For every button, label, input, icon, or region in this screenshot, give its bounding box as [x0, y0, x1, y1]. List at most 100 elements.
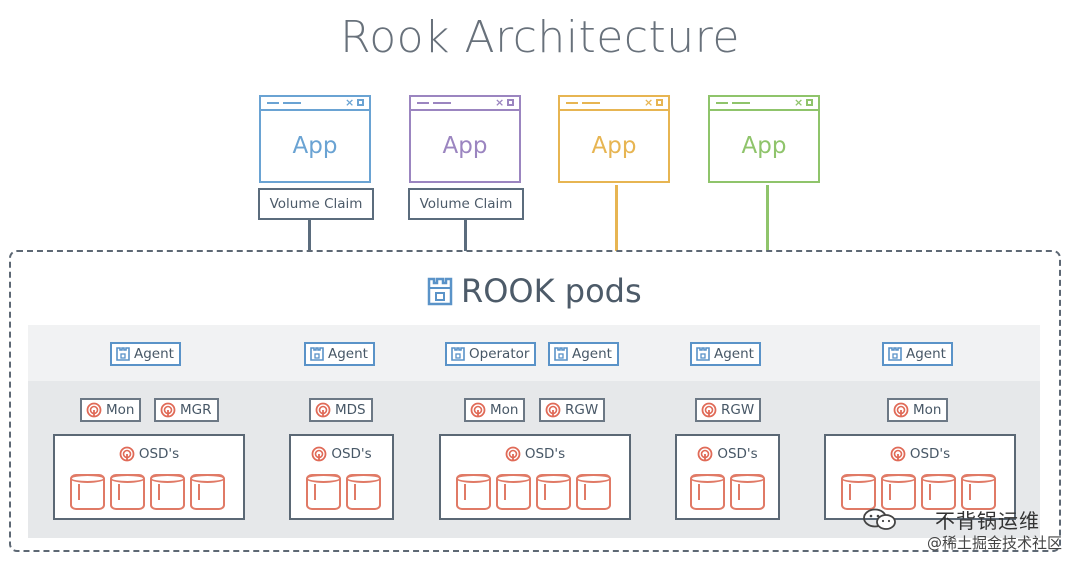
watermark-sub: @稀土掘金技术社区 — [926, 534, 1062, 552]
agent-label: Agent — [134, 346, 174, 362]
ceph-icon — [160, 402, 176, 418]
connector-line-2 — [464, 220, 467, 251]
disk-icon — [346, 474, 381, 510]
app-bar-dash — [732, 102, 750, 104]
agent-label: Agent — [328, 346, 368, 362]
agent-chip-4: Agent — [690, 342, 761, 366]
diagram-title: Rook Architecture — [340, 12, 740, 63]
ceph-icon — [311, 446, 327, 462]
castle-icon — [451, 347, 465, 361]
rook-cluster-boundary — [9, 250, 1061, 552]
daemon-label: MDS — [335, 402, 366, 418]
daemon-chip-mgr: MGR — [154, 398, 219, 422]
rook-pods-title: ROOK pods — [427, 271, 642, 311]
app-window-2: × App — [409, 95, 521, 183]
close-icon: × — [644, 96, 654, 109]
app-title-bar — [261, 109, 369, 111]
castle-icon — [427, 277, 453, 306]
daemon-chip-mon-1: Mon — [80, 398, 142, 422]
disk-icon — [881, 474, 916, 510]
castle-icon — [116, 347, 130, 361]
app-bar-dash — [433, 102, 451, 104]
daemon-chip-mon-2: Mon — [464, 398, 526, 422]
ceph-icon — [893, 402, 909, 418]
agent-chip-3: Agent — [548, 342, 619, 366]
agent-label: Agent — [906, 346, 946, 362]
app-title-bar — [560, 109, 668, 111]
daemon-chip-rgw-2: RGW — [695, 398, 762, 422]
castle-icon — [310, 347, 324, 361]
volume-claim-1: Volume Claim — [258, 188, 374, 220]
daemon-label: Mon — [913, 402, 942, 418]
connector-line-1 — [308, 220, 311, 251]
close-icon: × — [794, 96, 804, 109]
app-bar-dash — [582, 102, 600, 104]
disk-icon — [841, 474, 876, 510]
agent-chip-1: Agent — [110, 342, 181, 366]
castle-icon — [696, 347, 710, 361]
app-window-4: × App — [708, 95, 820, 183]
app-window-1: × App — [259, 95, 371, 183]
app-window-3: × App — [558, 95, 670, 183]
daemon-chip-mds: MDS — [309, 398, 373, 422]
maximize-icon — [507, 99, 514, 106]
castle-icon — [554, 347, 568, 361]
operator-chip: Operator — [445, 342, 537, 366]
disk-icon — [190, 474, 225, 510]
app-label: App — [741, 133, 787, 159]
disk-icon — [496, 474, 531, 510]
app-title-bar — [710, 109, 818, 111]
connector-line-3 — [615, 185, 618, 251]
disk-icon — [110, 474, 145, 510]
ceph-icon — [470, 402, 486, 418]
app-bar-dash — [417, 102, 429, 104]
maximize-icon — [806, 99, 813, 106]
osd-label: OSD's — [331, 446, 372, 462]
osd-label: OSD's — [138, 446, 180, 462]
disk-icon — [921, 474, 956, 510]
ceph-icon — [119, 446, 135, 462]
daemon-label: MGR — [180, 402, 212, 418]
rook-brand: ROOK — [461, 272, 555, 310]
app-bar-dash — [716, 102, 728, 104]
disk-icon — [150, 474, 185, 510]
close-icon: × — [345, 96, 355, 109]
daemon-label: RGW — [565, 402, 599, 418]
maximize-icon — [656, 99, 663, 106]
osd-label: OSD's — [524, 446, 566, 462]
ceph-icon — [701, 402, 717, 418]
disk-icon — [961, 474, 996, 510]
disk-icon — [306, 474, 341, 510]
app-bar-dash — [267, 102, 279, 104]
ceph-icon — [697, 446, 713, 462]
daemon-chip-mon-3: Mon — [887, 398, 949, 422]
agent-label: Agent — [714, 346, 754, 362]
daemon-label: Mon — [490, 402, 519, 418]
app-bar-dash — [283, 102, 301, 104]
connector-line-4 — [766, 185, 769, 251]
disk-icon — [576, 474, 611, 510]
wechat-icon — [863, 508, 896, 530]
agent-label: Agent — [572, 346, 612, 362]
disk-icon — [456, 474, 491, 510]
castle-icon — [888, 347, 902, 361]
ceph-icon — [86, 402, 102, 418]
app-bar-dash — [566, 102, 578, 104]
app-label: App — [442, 133, 488, 159]
close-icon: × — [495, 96, 505, 109]
disk-icon — [536, 474, 571, 510]
disk-icon — [730, 474, 765, 510]
ceph-icon — [890, 446, 906, 462]
ceph-icon — [315, 402, 331, 418]
rook-suffix: pods — [564, 272, 642, 310]
app-label: App — [292, 133, 338, 159]
daemon-label: RGW — [721, 402, 755, 418]
osd-label: OSD's — [909, 446, 951, 462]
app-label: App — [591, 133, 637, 159]
maximize-icon — [357, 99, 364, 106]
daemon-chip-rgw-1: RGW — [539, 398, 606, 422]
agent-chip-2: Agent — [304, 342, 375, 366]
daemon-label: Mon — [106, 402, 135, 418]
app-title-bar — [411, 109, 519, 111]
watermark-main: 不背锅运维 — [935, 509, 1040, 533]
